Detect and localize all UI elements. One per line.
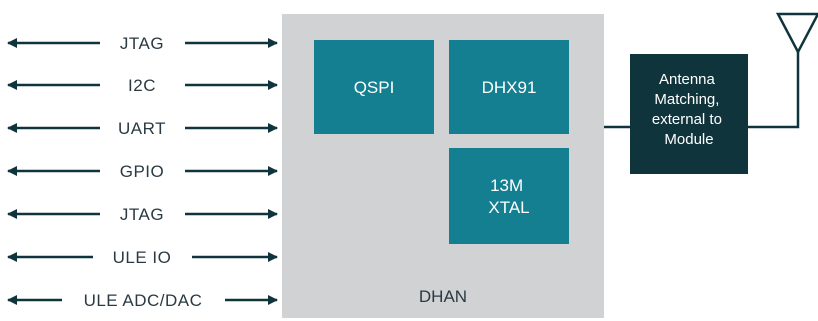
antenna-matching-label: Antenna Matching, external to Module — [652, 71, 726, 148]
interface-buses: JTAG I2C UART GPIO JTAG ULE IO — [7, 34, 278, 310]
interface-bus: JTAG — [7, 205, 278, 224]
xtal-block: 13M XTAL — [449, 148, 569, 244]
bus-label: GPIO — [120, 162, 165, 181]
bus-label: I2C — [128, 76, 156, 95]
interface-bus: ULE IO — [7, 248, 278, 267]
matching-to-antenna-line — [748, 52, 800, 129]
antenna-line-4: Module — [664, 131, 713, 148]
bus-label: ULE ADC/DAC — [84, 291, 203, 310]
xtal-label: 13M XTAL — [488, 176, 529, 217]
interface-bus: ULE ADC/DAC — [7, 291, 278, 310]
antenna-line-2: Matching, — [654, 91, 719, 108]
antenna-matching-box: Antenna Matching, external to Module — [630, 54, 748, 174]
antenna-line-3: external to — [652, 111, 722, 128]
interface-bus: UART — [7, 119, 278, 138]
qspi-block: QSPI — [314, 40, 434, 134]
dhx91-block: DHX91 — [449, 40, 569, 134]
antenna-icon — [775, 12, 818, 55]
bus-label: UART — [118, 119, 166, 138]
bus-label: ULE IO — [113, 248, 172, 267]
dhan-label: DHAN — [419, 287, 467, 306]
xtal-line-1: 13M — [490, 176, 523, 195]
interface-bus: I2C — [7, 76, 278, 95]
antenna-line-1: Antenna — [659, 71, 716, 88]
interface-bus: JTAG — [7, 34, 278, 53]
interface-bus: GPIO — [7, 162, 278, 181]
bus-label: JTAG — [120, 34, 164, 53]
xtal-line-2: XTAL — [488, 198, 529, 217]
dhx91-label: DHX91 — [482, 78, 537, 97]
qspi-label: QSPI — [354, 78, 395, 97]
bus-label: JTAG — [120, 205, 164, 224]
